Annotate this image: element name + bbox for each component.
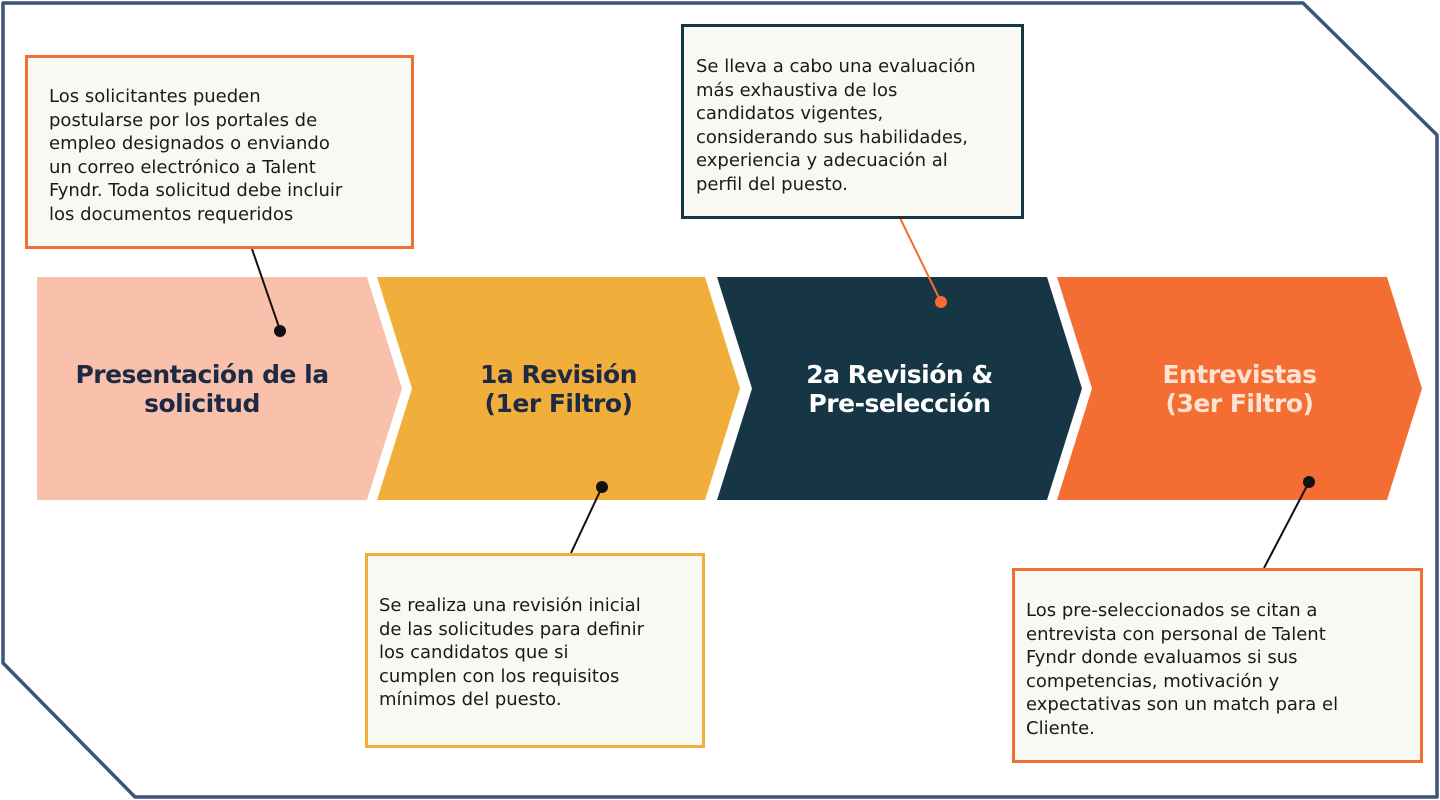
- stage-title-line: 2a Revisión &: [806, 359, 993, 389]
- note-segunda-revision: Se lleva a cabo una evaluación más exhau…: [681, 24, 1024, 219]
- note-text: Los solicitantes pueden postularse por l…: [49, 86, 343, 225]
- stage-title-line: Presentación de la: [75, 359, 329, 389]
- connector-dot-3: [935, 296, 947, 308]
- note-primera-revision: Se realiza una revisión inicial de las s…: [365, 553, 705, 748]
- connector-dot-4: [1303, 476, 1315, 488]
- note-presentacion: Los solicitantes pueden postularse por l…: [25, 55, 414, 249]
- chevron-shape: [377, 277, 740, 500]
- chevron-shape: [37, 277, 402, 500]
- connector-dot-1: [274, 325, 286, 337]
- connector-line-3: [899, 217, 942, 303]
- stage-title: Entrevistas(3er Filtro): [1092, 277, 1387, 500]
- chevron-shape: [717, 277, 1082, 500]
- stage-title-line: (3er Filtro): [1165, 388, 1314, 418]
- note-text: Se lleva a cabo una evaluación más exhau…: [696, 56, 976, 195]
- note-text: Los pre-seleccionados se citan a entrevi…: [1026, 600, 1339, 739]
- connector-line-1: [251, 248, 281, 331]
- stage-title-line: Pre-selección: [808, 388, 991, 418]
- note-text: Se realiza una revisión inicial de las s…: [379, 595, 644, 710]
- chevron-shape: [1057, 277, 1422, 500]
- connector-line-2: [570, 486, 603, 554]
- stage-title: 2a Revisión &Pre-selección: [752, 277, 1047, 500]
- stage-entrevistas: Entrevistas(3er Filtro): [1057, 277, 1423, 500]
- stage-segunda-revision: 2a Revisión &Pre-selección: [717, 277, 1083, 500]
- stage-title-line: Entrevistas: [1162, 359, 1317, 389]
- stage-title-line: (1er Filtro): [484, 388, 633, 418]
- stage-title: 1a Revisión(1er Filtro): [412, 277, 705, 500]
- stage-primera-revision: 1a Revisión(1er Filtro): [377, 277, 743, 500]
- stage-title-line: 1a Revisión: [480, 359, 637, 389]
- connector-dot-2: [596, 481, 608, 493]
- stage-title-line: solicitud: [144, 388, 260, 418]
- connector-line-4: [1263, 481, 1310, 569]
- note-entrevistas: Los pre-seleccionados se citan a entrevi…: [1012, 568, 1423, 763]
